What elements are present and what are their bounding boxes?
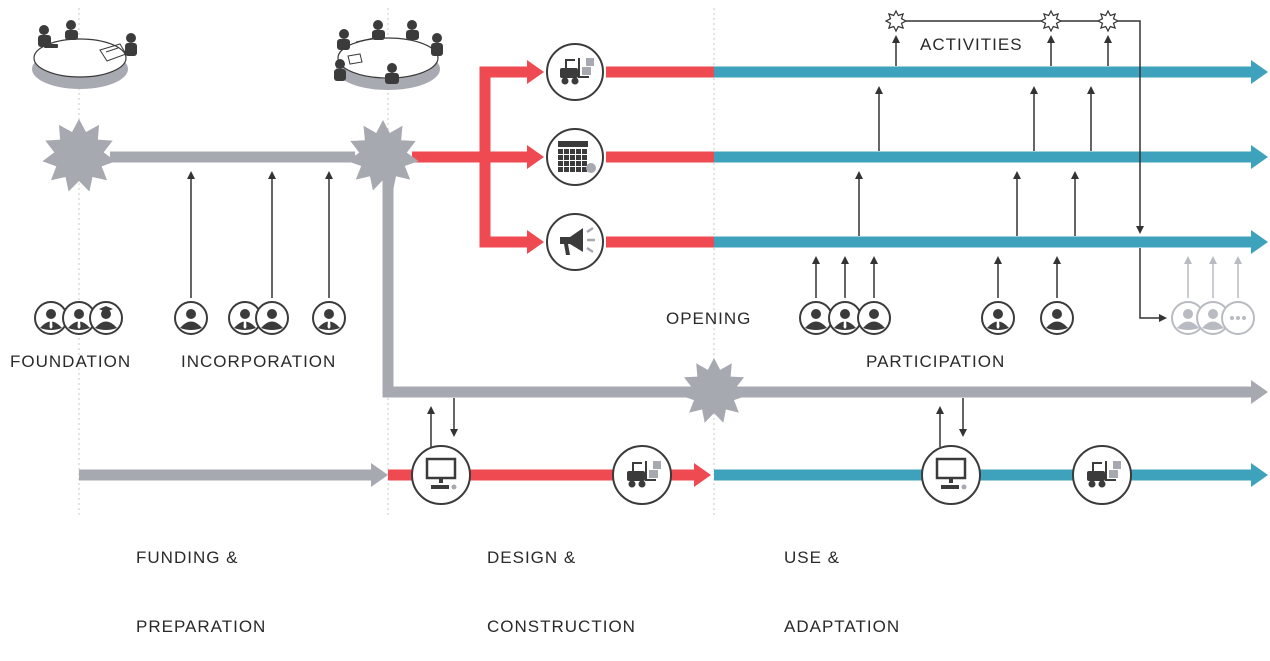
- calendar-cell: [576, 155, 581, 160]
- activities-connector: [906, 20, 1140, 231]
- grey-arrowhead: [1251, 380, 1268, 404]
- label-foundation: FOUNDATION: [10, 352, 132, 371]
- forklift-icon: [546, 43, 604, 101]
- person-icon: [1171, 301, 1205, 335]
- grey-ownership-line: [382, 180, 1268, 404]
- computer-icon: [411, 445, 471, 505]
- future-arrows: [1184, 256, 1242, 298]
- grey-funding-arrowhead: [371, 463, 388, 487]
- label-use-adaptation: USE & ADAPTATION: [784, 500, 900, 661]
- meeting-table-icon: [334, 20, 443, 90]
- starburst-icon: [347, 120, 419, 191]
- person-icon: [828, 301, 862, 335]
- connector-to-future: [1139, 248, 1167, 322]
- calendar-cell: [582, 167, 587, 172]
- label-participation: PARTICIPATION: [866, 352, 1006, 371]
- label-line: CONSTRUCTION: [487, 617, 636, 636]
- calendar-cell: [576, 149, 581, 154]
- label-line: FUNDING &: [136, 548, 239, 567]
- label-line: PREPARATION: [136, 617, 267, 636]
- calendar-cell: [576, 161, 581, 166]
- person-icon: [981, 301, 1015, 335]
- label-line: USE &: [784, 548, 841, 567]
- calendar-cell: [564, 167, 569, 172]
- calendar-cell: [558, 149, 563, 154]
- starburst-icon: [1096, 9, 1120, 33]
- calendar-cell: [570, 149, 575, 154]
- red-arrowhead-middle: [527, 145, 544, 169]
- computer-icon: [921, 445, 981, 505]
- person-icon: [228, 301, 262, 335]
- label-activities: ACTIVITIES: [920, 35, 1023, 54]
- person-icon: [89, 301, 123, 335]
- blue-arrowhead-top: [1251, 60, 1268, 84]
- calendar-cell: [558, 161, 563, 166]
- blue-use-arrowhead: [1251, 463, 1268, 487]
- starburst-icon: [42, 119, 116, 192]
- calendar-cell: [582, 161, 587, 166]
- calendar-icon: [546, 128, 604, 186]
- person-icon: [255, 301, 289, 335]
- people-group: [34, 301, 1255, 335]
- label-opening: OPENING: [666, 309, 752, 328]
- person-icon: [857, 301, 891, 335]
- starburst-icon: [1039, 9, 1063, 33]
- label-line: DESIGN &: [487, 548, 577, 567]
- ellipsis-icon: [1221, 301, 1255, 335]
- calendar-cell: [576, 167, 581, 172]
- blue-lines: [714, 60, 1268, 254]
- label-line: ADAPTATION: [784, 617, 901, 636]
- calendar-cell: [570, 167, 575, 172]
- red-design-arrowhead: [694, 463, 711, 487]
- forklift-icon: [612, 445, 672, 505]
- timeline-diagram: [32, 8, 1268, 518]
- label-incorporation: INCORPORATION: [181, 352, 337, 371]
- calendar-cell: [582, 149, 587, 154]
- starburst-icon: [884, 9, 908, 33]
- blue-arrowhead-bottom: [1251, 230, 1268, 254]
- starburst-icon: [681, 358, 747, 423]
- person-icon: [312, 301, 346, 335]
- calendar-cell: [564, 149, 569, 154]
- red-arrowhead-bottom: [527, 230, 544, 254]
- person-icon: [174, 301, 208, 335]
- thin-arrows: [187, 20, 1167, 447]
- calendar-cell: [564, 155, 569, 160]
- calendar-cell: [564, 161, 569, 166]
- calendar-cell: [570, 155, 575, 160]
- red-arrowhead-top: [527, 60, 544, 84]
- red-branch: [412, 66, 530, 248]
- meeting-table-icon: [32, 20, 137, 89]
- calendar-cell: [558, 155, 563, 160]
- person-icon: [799, 301, 833, 335]
- label-funding-preparation: FUNDING & PREPARATION: [136, 500, 266, 661]
- megaphone-icon: [546, 213, 604, 271]
- person-icon: [34, 301, 68, 335]
- calendar-cell: [558, 167, 563, 172]
- calendar-cell: [582, 155, 587, 160]
- person-icon: [1040, 301, 1074, 335]
- label-design-construction: DESIGN & CONSTRUCTION: [487, 500, 636, 661]
- forklift-icon: [1072, 445, 1132, 505]
- blue-arrowhead-middle: [1251, 145, 1268, 169]
- calendar-cell: [570, 161, 575, 166]
